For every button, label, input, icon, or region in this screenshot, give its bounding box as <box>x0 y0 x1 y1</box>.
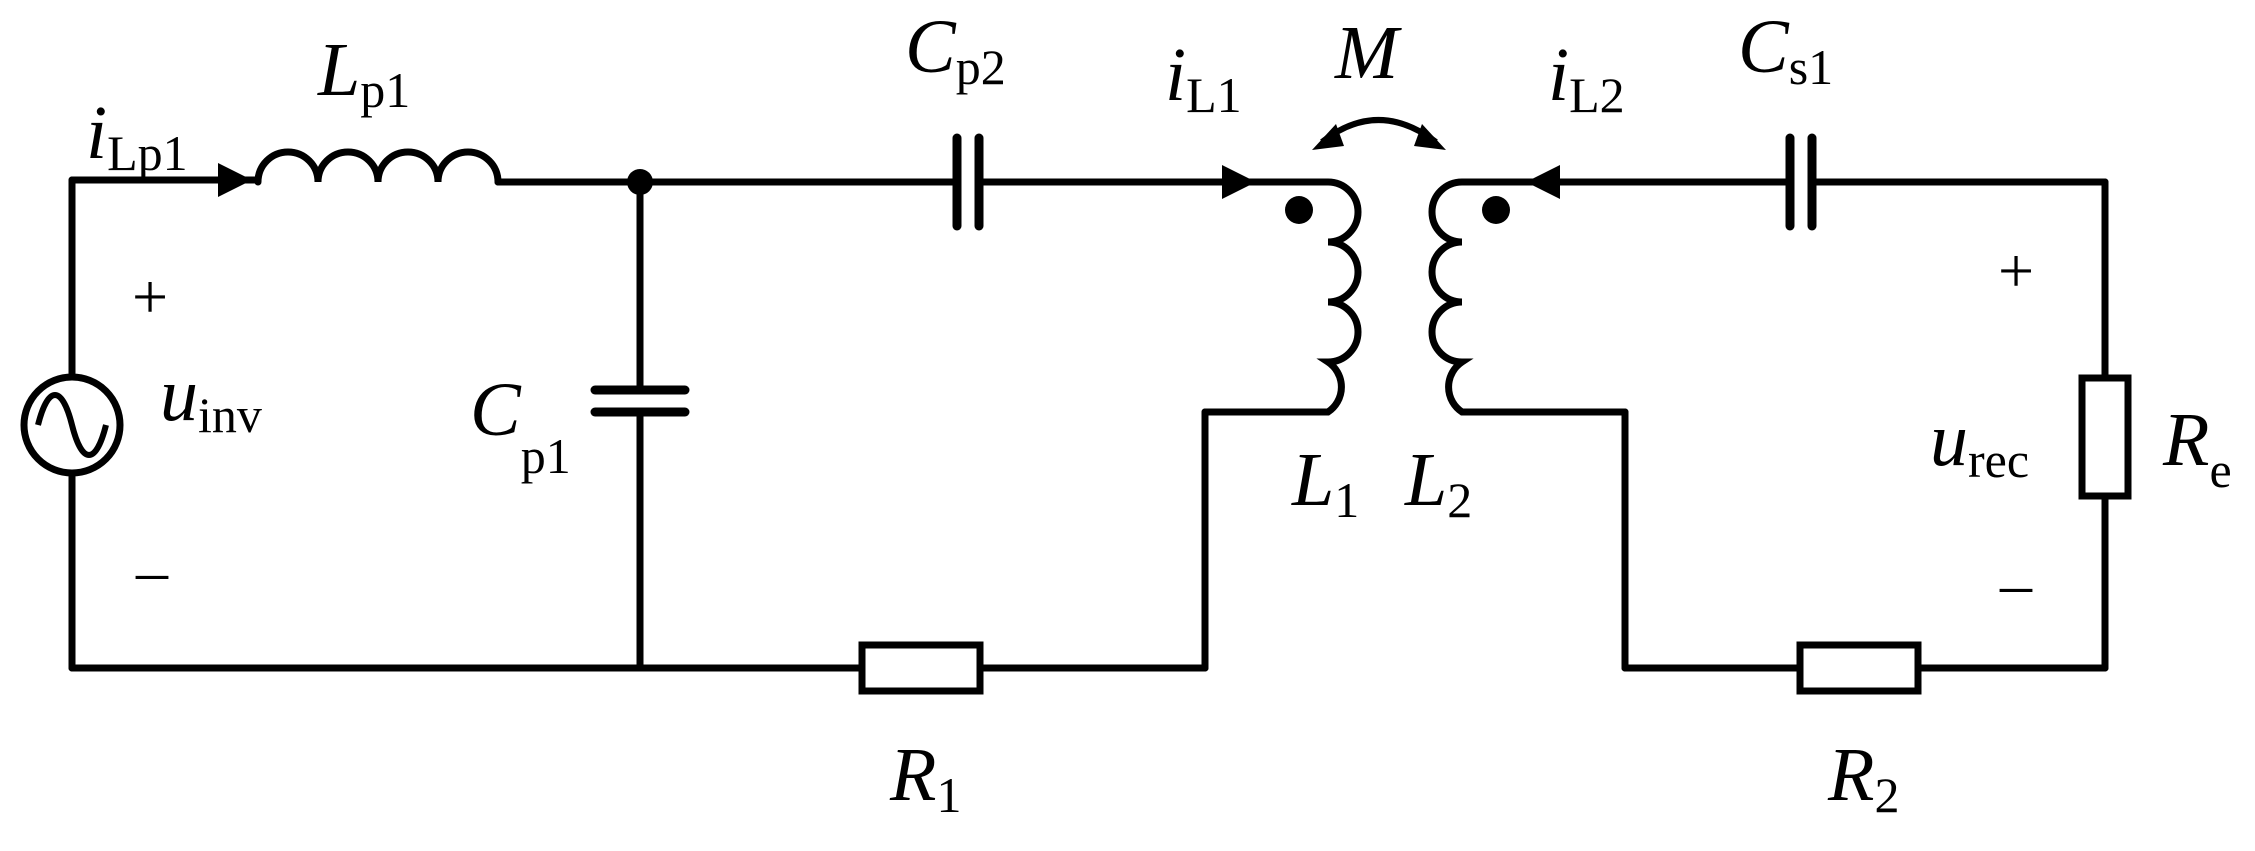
resistor-re <box>2078 374 2132 500</box>
dot-marker-l1 <box>1285 196 1313 224</box>
inductor-l2 <box>1428 178 1629 416</box>
inductor-l1 <box>1201 178 1362 416</box>
resistor-r2 <box>1796 641 1922 695</box>
inductor-lp1 <box>254 148 502 186</box>
label-i-lp1: iLp1 <box>86 91 188 181</box>
sign-rec-plus: + <box>1998 235 2034 306</box>
label-i-l2: iL2 <box>1548 33 1625 123</box>
label-l-p1: Lp1 <box>317 28 410 118</box>
current-arrow-il1 <box>1222 165 1256 199</box>
label-r-1: R1 <box>889 733 961 823</box>
current-arrow-ilp1 <box>218 163 252 197</box>
sine-icon <box>35 392 109 458</box>
label-l-2: L2 <box>1404 438 1472 528</box>
resistor-r1 <box>858 641 984 695</box>
dot-marker-l2 <box>1482 196 1510 224</box>
label-i-l1: iL1 <box>1165 33 1242 123</box>
label-r-e: Re <box>2162 398 2232 498</box>
label-r-2: R2 <box>1827 733 1899 823</box>
label-c-p1: Cp1 <box>470 368 571 484</box>
label-c-s1: Cs1 <box>1738 5 1833 95</box>
label-c-p2: Cp2 <box>905 5 1006 95</box>
sign-rec-minus: – <box>1999 548 2033 619</box>
sign-inv-plus: + <box>132 261 168 332</box>
sign-inv-minus: – <box>135 535 169 606</box>
m-arrowhead-left <box>1312 124 1344 150</box>
label-u-rec: urec <box>1930 398 2029 488</box>
m-arrowhead-right <box>1414 124 1446 150</box>
label-l-1: L1 <box>1291 438 1359 528</box>
label-u-inv: uinv <box>160 353 262 443</box>
label-m: M <box>1334 11 1402 95</box>
source-branch <box>20 176 124 672</box>
